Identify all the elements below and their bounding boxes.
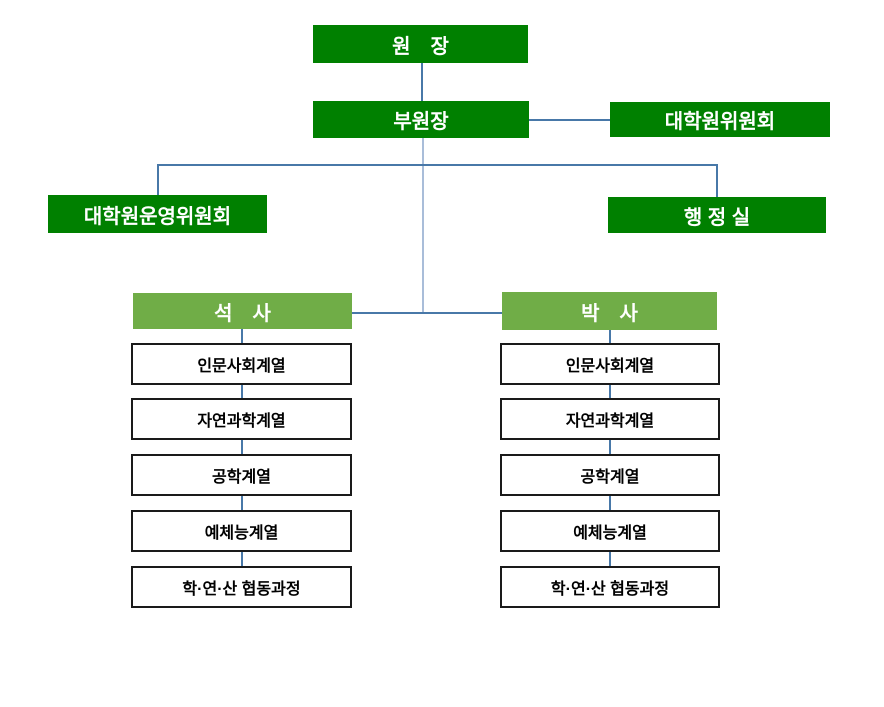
connector-masters-item [241,552,243,566]
org-node-masters: 석 사 [133,293,352,329]
connector-masters-doctoral [352,312,502,314]
connector-masters-item [241,385,243,398]
org-node-graduate-committee: 대학원위원회 [610,102,830,137]
masters-division-natural-sciences: 자연과학계열 [131,398,352,440]
connector-admin-drop [716,164,718,197]
org-node-doctoral: 박 사 [502,292,717,330]
masters-division-arts-physical: 예체능계열 [131,510,352,552]
doctoral-division-engineering: 공학계열 [500,454,720,496]
masters-division-engineering: 공학계열 [131,454,352,496]
doctoral-division-natural-sciences: 자연과학계열 [500,398,720,440]
connector-doctoral-item [609,330,611,343]
org-node-steering-committee: 대학원운영위원회 [48,195,267,233]
org-node-director: 원 장 [313,25,528,63]
masters-division-humanities: 인문사회계열 [131,343,352,385]
connector-doctoral-item [609,496,611,510]
connector-doctoral-item [609,552,611,566]
connector-vice-programs [422,138,424,313]
connector-branch-horizontal [157,164,718,166]
connector-doctoral-item [609,385,611,398]
doctoral-division-arts-physical: 예체능계열 [500,510,720,552]
doctoral-division-cooperative-program: 학·연·산 협동과정 [500,566,720,608]
connector-director-vice [421,63,423,101]
connector-masters-item [241,440,243,454]
connector-steering-drop [157,164,159,195]
connector-masters-item [241,496,243,510]
org-node-vice-director: 부원장 [313,101,529,138]
org-node-admin-office: 행 정 실 [608,197,826,233]
connector-vice-committee [529,119,610,121]
doctoral-division-humanities: 인문사회계열 [500,343,720,385]
connector-masters-item [241,329,243,343]
masters-division-cooperative-program: 학·연·산 협동과정 [131,566,352,608]
connector-doctoral-item [609,440,611,454]
